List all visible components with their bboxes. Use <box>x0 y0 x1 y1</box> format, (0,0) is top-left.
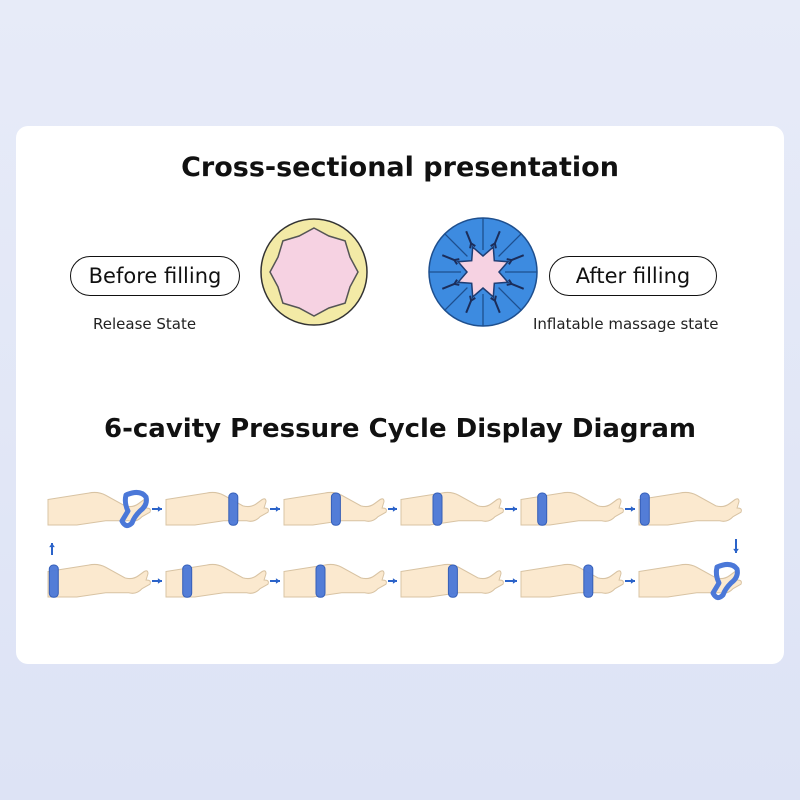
leg-cycle-step <box>520 491 624 526</box>
leg-outline <box>638 491 742 526</box>
leg-outline <box>520 563 624 598</box>
active-cuff-chamber-2 <box>182 564 193 598</box>
active-cuff-chamber-1 <box>48 564 59 598</box>
flow-arrow-icon <box>733 539 739 553</box>
leg-cycle-step <box>283 563 387 598</box>
pressure-arrow-icon <box>506 254 525 265</box>
pressure-arrow-icon <box>465 230 476 249</box>
release-inner-chamber <box>269 227 359 317</box>
flow-arrow-icon <box>152 578 162 584</box>
pressure-arrow-icon <box>490 295 501 314</box>
content-card: Cross-sectional presentation Before fill… <box>16 126 784 664</box>
leg-cycle-step <box>165 563 269 598</box>
pressure-arrow-icon <box>506 279 525 290</box>
flow-arrow-icon <box>388 578 397 584</box>
after-filling-label: After filling <box>549 256 717 296</box>
chamber-divider <box>444 287 468 311</box>
leg-outline <box>165 563 269 598</box>
foot-cuff-chamber <box>119 489 149 529</box>
flow-arrow-icon <box>270 506 280 512</box>
leg-cycle-step <box>283 491 387 526</box>
active-cuff-chamber-1 <box>639 492 650 526</box>
before-filling-label: Before filling <box>70 256 240 296</box>
leg-cycle-step <box>400 491 504 526</box>
section-title-cross: Cross-sectional presentation <box>181 152 619 183</box>
flow-arrow-icon <box>270 578 280 584</box>
active-cuff-chamber-3 <box>315 564 326 598</box>
flow-arrow-icon <box>152 506 162 512</box>
inflated-air-chambers <box>429 218 537 326</box>
release-cross-section <box>260 218 368 326</box>
leg-cycle-step <box>520 563 624 598</box>
leg-outline <box>520 491 624 526</box>
pressure-arrows <box>441 230 525 314</box>
chamber-divider <box>498 233 522 257</box>
active-cuff-chamber-2 <box>537 492 548 526</box>
active-cuff-chamber-3 <box>432 492 443 526</box>
section-title-cycle: 6-cavity Pressure Cycle Display Diagram <box>104 414 696 444</box>
leg-cycle-step <box>47 489 151 529</box>
pressure-arrow-icon <box>441 254 460 265</box>
leg-outline <box>283 563 387 598</box>
chamber-divider <box>498 287 522 311</box>
active-cuff-chamber-5 <box>228 492 239 526</box>
flow-arrow-icon <box>625 506 635 512</box>
active-cuff-chamber-4 <box>447 564 458 598</box>
inflatable-state-caption: Inflatable massage state <box>533 315 719 333</box>
leg-cycle-step <box>400 563 504 598</box>
pressure-arrow-icon <box>490 230 501 249</box>
active-cuff-chamber-5 <box>583 564 594 598</box>
flow-arrow-icon <box>625 578 635 584</box>
pressure-cycle-diagram <box>47 489 742 601</box>
flow-arrow-icon <box>388 506 397 512</box>
leg-cycle-step <box>638 491 742 526</box>
leg-outline <box>400 491 504 526</box>
pressure-arrow-icon <box>441 279 460 290</box>
flow-arrow-icon <box>49 543 55 555</box>
leg-outline <box>165 491 269 526</box>
active-cuff-chamber-4 <box>330 492 341 526</box>
leg-cycle-step <box>165 491 269 526</box>
leg-cycle-step <box>638 561 742 601</box>
flow-arrow-icon <box>505 506 517 512</box>
leg-outline <box>47 563 151 598</box>
inflated-inner-chamber <box>456 245 510 299</box>
leg-cycle-step <box>47 563 151 598</box>
chamber-divider <box>444 233 468 257</box>
flow-arrow-icon <box>505 578 517 584</box>
pressure-arrow-icon <box>465 295 476 314</box>
release-state-caption: Release State <box>93 315 197 333</box>
inflated-cross-section <box>428 217 538 327</box>
foot-cuff-chamber <box>710 561 740 601</box>
